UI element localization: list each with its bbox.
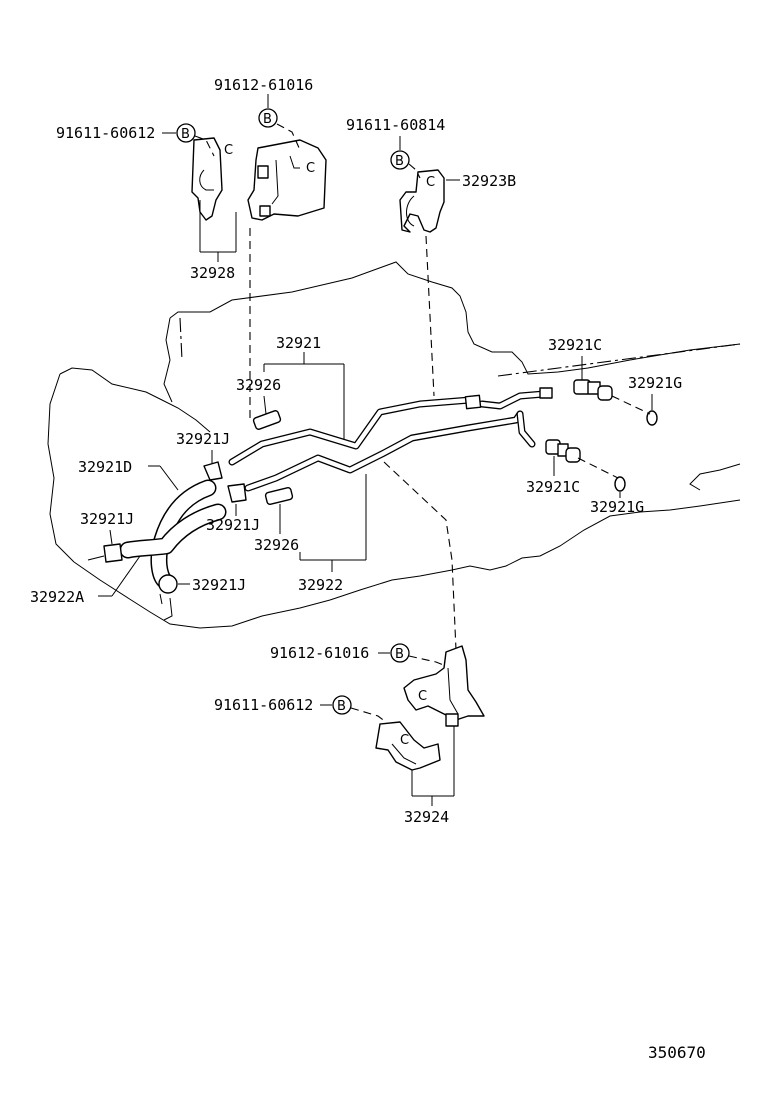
label-32921C-bottom: 32921C: [526, 478, 580, 496]
install-line-lower: [383, 461, 457, 651]
hose-32926-top: [252, 410, 282, 430]
label-32921: 32921: [276, 334, 321, 352]
bracket-mark-c: C: [224, 143, 233, 158]
bracket-mark-c: C: [426, 175, 435, 190]
union-32921C-bottom: [545, 439, 581, 463]
clamp-32921J-c: [87, 543, 123, 563]
union-32921C-top: [573, 379, 613, 401]
label-32921J-a: 32921J: [176, 430, 230, 448]
cooler-tube-32921: [228, 387, 553, 466]
bracket-32923B: C: [399, 169, 445, 233]
bracket-32928-right: C: [247, 139, 327, 221]
hose-32926-bottom: [264, 486, 294, 506]
bolt-marker-text: B: [181, 127, 190, 142]
bolt-b-marker-icon: [390, 150, 410, 170]
label-32923B: 32923B: [462, 172, 516, 190]
bolt-b-marker-icon: [176, 123, 196, 143]
transmission-outline: [47, 261, 741, 629]
label-32921G-top: 32921G: [628, 374, 682, 392]
hose-32921D: [119, 479, 227, 589]
bolt-marker-text: B: [395, 647, 404, 662]
label-32921J-d: 32921J: [192, 576, 246, 594]
clamp-32921J-d: [158, 574, 178, 621]
diagram-id: 350670: [648, 1043, 706, 1062]
bolt-marker-text: B: [263, 112, 272, 127]
clamp-32921J-a: [203, 461, 223, 481]
label-32928: 32928: [190, 264, 235, 282]
label-91612-61016-bottom: 91612-61016: [270, 644, 369, 662]
label-32921J-b: 32921J: [206, 516, 260, 534]
bracket-32924-left: C: [375, 721, 441, 771]
bolt-b-marker-icon: [332, 695, 352, 715]
label-32921D: 32921D: [78, 458, 132, 476]
bracket-mark-c: C: [418, 689, 427, 704]
label-91611-60814: 91611-60814: [346, 116, 445, 134]
o-ring-32921G-top: [646, 410, 658, 426]
label-32922: 32922: [298, 576, 343, 594]
bolt-b-marker-icon: [258, 108, 278, 128]
bolt-marker-text: B: [337, 699, 346, 714]
label-32924: 32924: [404, 808, 449, 826]
install-line-right: [425, 235, 435, 397]
label-32921C-top: 32921C: [548, 336, 602, 354]
label-32921J-c: 32921J: [80, 510, 134, 528]
label-91611-60612-bottom: 91611-60612: [214, 696, 313, 714]
bolt-b-marker-icon: [390, 643, 410, 663]
bracket-mark-c: C: [306, 161, 315, 176]
label-32926-top: 32926: [236, 376, 281, 394]
bracket-mark-c: C: [400, 733, 409, 748]
clamp-32921J-b: [227, 483, 247, 503]
label-91611-60612-top: 91611-60612: [56, 124, 155, 142]
bolt-marker-text: B: [395, 154, 404, 169]
o-ring-32921G-bottom: [614, 476, 626, 492]
label-32921G-bottom: 32921G: [590, 498, 644, 516]
cooler-tube-32922: [244, 410, 536, 492]
bracket-32928-left: C: [191, 137, 233, 221]
bracket-32924-right: C: [403, 645, 485, 727]
label-91612-61016-top: 91612-61016: [214, 76, 313, 94]
label-32926-bottom: 32926: [254, 536, 299, 554]
label-32922A: 32922A: [30, 588, 84, 606]
